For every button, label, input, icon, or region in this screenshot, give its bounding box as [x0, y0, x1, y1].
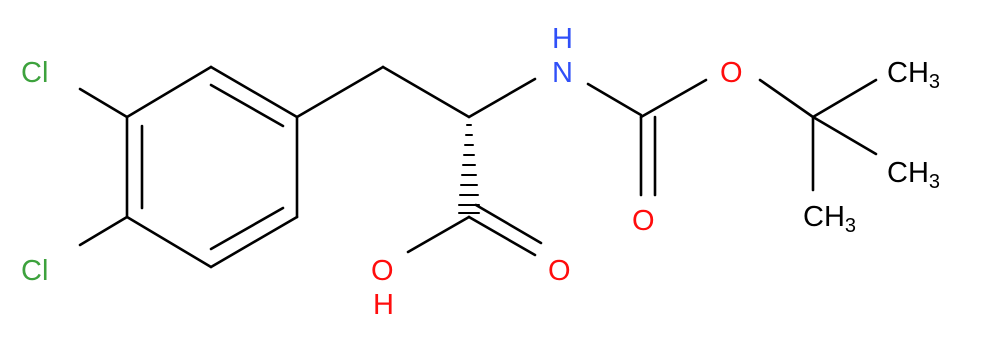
- ch2-to-calpha-bond: [381, 65, 471, 119]
- carbamate-carbonyl-oxygen-label: O: [632, 205, 655, 237]
- ring-bond-1: [125, 65, 213, 119]
- stereo-hash-bond: [458, 124, 480, 214]
- cl-lower-bond: [78, 215, 129, 247]
- calpha-to-n-bond: [467, 77, 537, 119]
- cooh-c-o-double-2: [474, 203, 543, 245]
- methyl-top-label: CH3: [887, 57, 940, 93]
- benzene-ring: [125, 65, 299, 269]
- hydroxyl-hydrogen-label: H: [373, 289, 394, 321]
- amine-hydrogen-label: H: [552, 23, 573, 55]
- hydroxyl-oxygen-label: O: [371, 255, 394, 287]
- ring-bond-2: [209, 65, 299, 119]
- ester-o-to-tbu-c-bond: [758, 78, 815, 119]
- carbamate-c-to-ester-o-bond: [639, 78, 708, 119]
- tbu-to-ch3-mid-bond: [811, 115, 878, 156]
- chlorine-upper-label: Cl: [21, 57, 48, 89]
- cl-upper-bond: [78, 87, 129, 119]
- n-to-carbamate-c-bond: [586, 82, 643, 117]
- ring-bond-5: [125, 215, 213, 269]
- ring-inner-bond-2: [209, 206, 285, 251]
- ester-oxygen-label: O: [720, 57, 743, 89]
- methyl-bottom-label: CH3: [803, 201, 856, 237]
- acid-carbonyl-oxygen-label: O: [548, 255, 571, 287]
- ring-inner-bond-1: [209, 83, 285, 128]
- tbu-to-ch3-top-bond: [811, 78, 878, 119]
- chlorine-lower-label: Cl: [21, 255, 48, 287]
- ring-bond-4: [209, 215, 299, 269]
- ring-to-ch2-bond: [295, 65, 385, 119]
- amine-nitrogen-label: N: [552, 57, 573, 89]
- methyl-middle-label: CH3: [887, 157, 940, 193]
- cooh-c-oh-bond: [406, 215, 471, 254]
- cooh-c-o-double-1: [467, 215, 537, 257]
